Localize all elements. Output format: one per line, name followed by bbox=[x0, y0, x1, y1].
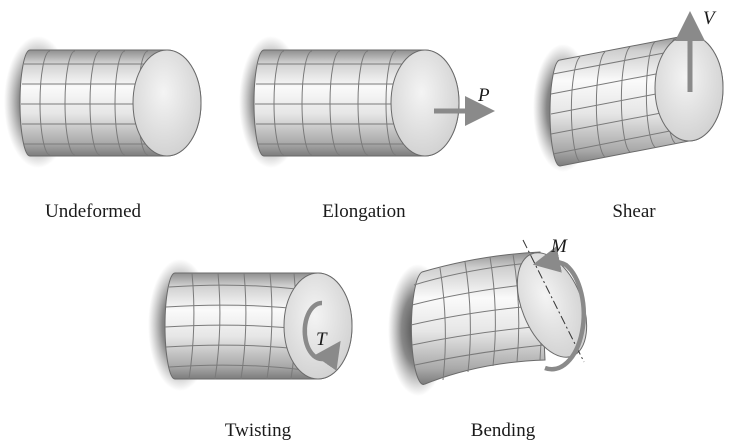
caption-undeformed: Undeformed bbox=[44, 201, 142, 222]
bending-moment-label: M bbox=[550, 236, 568, 257]
undeformed-cylinder bbox=[4, 36, 202, 168]
caption-elongation: Elongation bbox=[322, 201, 406, 222]
bending-cylinder: M bbox=[388, 236, 588, 396]
elongation-force-label: P bbox=[477, 85, 490, 106]
twisting-torque-arrow bbox=[302, 300, 341, 371]
caption-shear: Shear bbox=[612, 201, 656, 222]
shear-force-label: V bbox=[703, 8, 717, 29]
elongation-end-face bbox=[390, 49, 460, 157]
twisting-torque-label: T bbox=[316, 329, 328, 350]
caption-twisting: Twisting bbox=[224, 420, 292, 441]
twisting-end-face bbox=[283, 272, 353, 380]
shear-cylinder: V bbox=[533, 8, 724, 172]
elongation-cylinder: P bbox=[239, 36, 495, 168]
bending-moment-arrow bbox=[532, 246, 586, 372]
twisting-cylinder: T bbox=[148, 259, 353, 391]
undeformed-end-face bbox=[132, 49, 202, 157]
caption-bending: Bending bbox=[470, 420, 536, 441]
